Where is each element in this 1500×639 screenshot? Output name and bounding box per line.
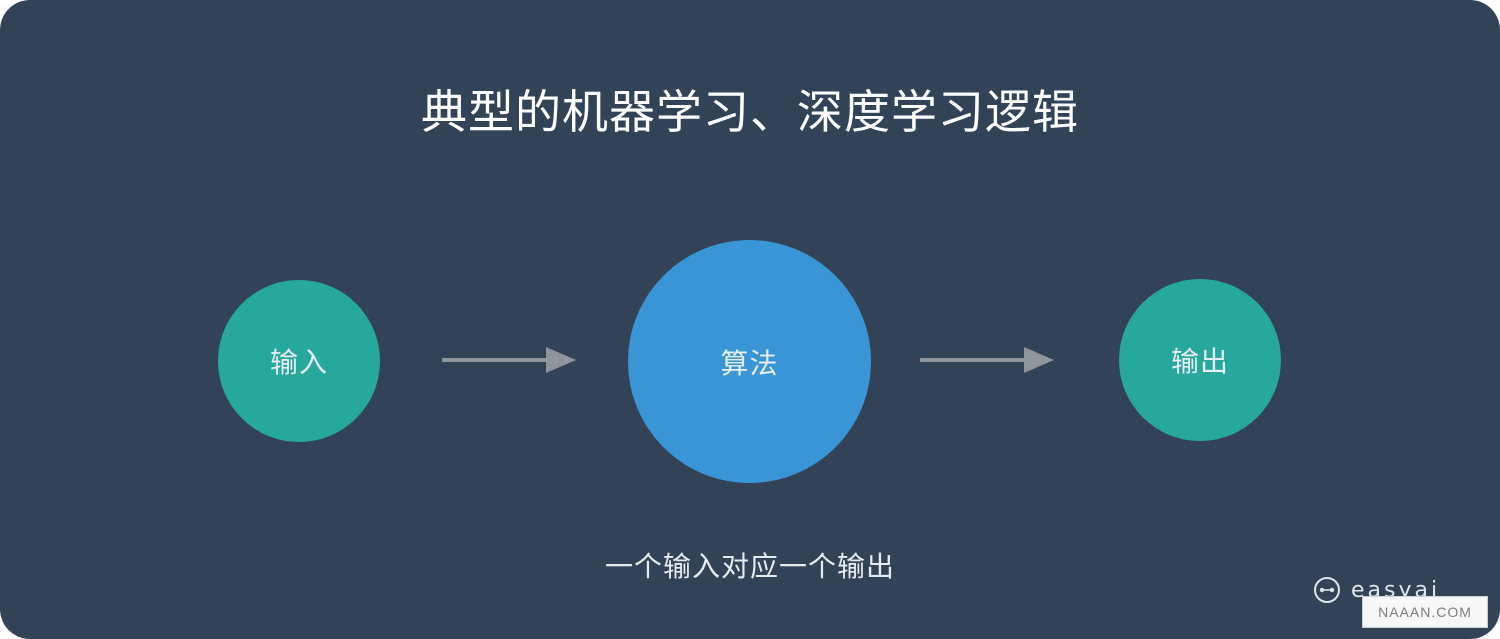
arrow-algorithm-to-output — [920, 347, 1054, 373]
easyai-logo-icon — [1314, 577, 1340, 603]
arrow-input-to-algorithm — [442, 347, 576, 373]
algorithm-node-label: 算法 — [720, 346, 779, 380]
watermark: NAAAN.COM — [1362, 596, 1488, 628]
output-node-label: 输出 — [1170, 345, 1229, 378]
algorithm-node: 算法 — [628, 240, 871, 483]
diagram-caption: 一个输入对应一个输出 — [604, 550, 895, 583]
diagram-title: 典型的机器学习、深度学习逻辑 — [421, 85, 1079, 139]
input-node-label: 输入 — [269, 346, 328, 379]
output-node: 输出 — [1119, 279, 1281, 441]
input-node: 输入 — [218, 280, 380, 442]
